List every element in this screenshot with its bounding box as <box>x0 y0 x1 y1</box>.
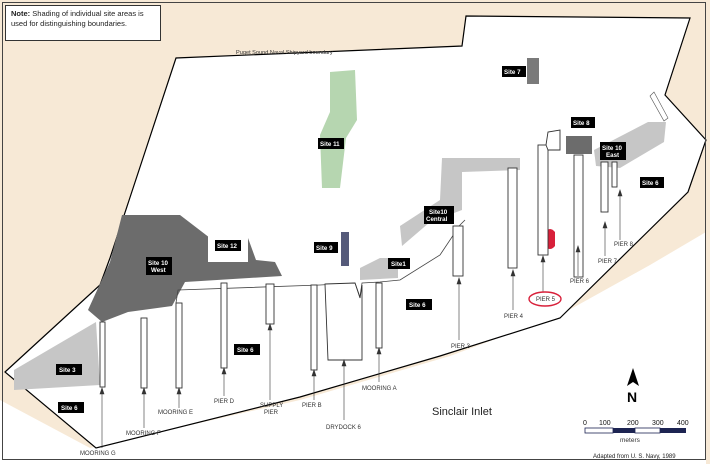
pier-b <box>310 284 318 371</box>
mooring-f-pier <box>140 317 148 389</box>
north-label: N <box>627 389 637 405</box>
site10-west-tag-line2: West <box>151 267 166 274</box>
scale-bar: 0 100 200 300 400 meters <box>583 420 689 444</box>
scale-tick-0: 0 <box>583 420 587 427</box>
pier-4 <box>507 167 518 269</box>
site6-east-tag-box <box>640 177 664 188</box>
pier-arrows <box>99 189 623 448</box>
mooring-a-label: MOORING A <box>362 386 397 392</box>
boundary-label: Puget Sound Naval Shipyard boundary <box>236 50 333 56</box>
site10-west-tag-line1: Site 10 <box>148 260 169 267</box>
north-arrow-icon <box>627 368 639 386</box>
mooring-e-pier <box>175 302 183 389</box>
scale-unit: meters <box>620 437 641 444</box>
site6-cw-tag-box <box>234 344 260 355</box>
note-prefix: Note: <box>11 9 31 18</box>
note-box: Note: Shading of individual site areas i… <box>5 5 161 41</box>
north-arrow: N <box>627 368 639 405</box>
supply-pier-label-line1: SUPPLY <box>260 403 283 409</box>
mooring-f-label: MOORING F <box>126 431 161 437</box>
drydock6-label: DRYDOCK 6 <box>326 425 362 431</box>
site10-east-tag-line1: Site 10 <box>602 145 623 152</box>
scale-seg-2 <box>613 428 635 433</box>
site12-tag-box <box>215 240 241 251</box>
mooring-e-label: MOORING E <box>158 410 193 416</box>
site10-central-tag-line2: Central <box>426 216 448 223</box>
site6-center-tag-box <box>406 299 432 310</box>
site7-area <box>527 58 539 84</box>
site8-tag-box <box>571 117 595 128</box>
scale-tick-100: 100 <box>599 420 611 427</box>
site1-tag: Site1 <box>391 261 406 268</box>
site10-west-tag-box <box>146 257 172 275</box>
pier-d <box>220 282 228 369</box>
site9-tag-box <box>314 242 338 253</box>
site6-center-tag: Site 6 <box>409 302 426 309</box>
scale-seg-3 <box>634 427 661 434</box>
site8-area <box>566 136 592 154</box>
scale-seg-4 <box>660 428 686 433</box>
site10-central-area <box>400 158 520 246</box>
credit-text: Adapted from U. S. Navy, 1989 <box>593 454 676 460</box>
site1-tag-box <box>388 258 410 269</box>
drydock-6 <box>324 282 363 361</box>
site-tags: Site 3 Site 6 Site 10 West Site 12 Site … <box>56 66 664 413</box>
water-label: Sinclair Inlet <box>432 406 492 418</box>
pier-labels: MOORING G MOORING F MOORING E PIER D SUP… <box>80 242 634 457</box>
pier-7 <box>600 161 609 213</box>
pier-d-label: PIER D <box>214 399 235 405</box>
mooring-a-pier <box>375 282 383 349</box>
pier7-label: PIER 7 <box>598 259 618 265</box>
scale-tick-200: 200 <box>627 420 639 427</box>
site10-east-tag-line2: East <box>606 152 619 159</box>
piers <box>99 129 618 389</box>
site11-area <box>320 70 357 188</box>
site3-tag: Site 3 <box>59 367 76 374</box>
east-strip <box>649 91 669 122</box>
site9-tag: Site 9 <box>316 245 333 252</box>
pier5-label: PIER 5 <box>536 297 556 303</box>
pier-3 <box>452 225 464 277</box>
site7-tag: Site 7 <box>504 69 521 76</box>
pier-b-label: PIER B <box>302 403 322 409</box>
site10-east-tag-box <box>600 142 626 160</box>
site6-cw-tag: Site 6 <box>237 347 254 354</box>
site10-central-tag-box <box>424 206 454 224</box>
scale-seg-1 <box>584 427 614 434</box>
site11-tag: Site 11 <box>320 141 340 148</box>
site12-tag: Site 12 <box>217 243 238 250</box>
scale-tick-300: 300 <box>652 420 664 427</box>
pier5-highlight <box>528 291 562 307</box>
scale-tick-400: 400 <box>677 420 689 427</box>
note-text: Shading of individual site areas is used… <box>11 9 144 28</box>
site6-sw-tag-box <box>58 402 84 413</box>
sinclair-inlet-water <box>0 232 706 464</box>
pier-5-head <box>545 129 561 151</box>
site6-east-tag: Site 6 <box>642 180 659 187</box>
pier8-label: PIER 8 <box>614 242 634 248</box>
site8-tag: Site 8 <box>573 120 590 127</box>
site11-tag-box <box>318 138 344 149</box>
site3-tag-box <box>56 364 82 375</box>
pier4-label: PIER 4 <box>504 314 524 320</box>
pier6-label: PIER 6 <box>570 279 590 285</box>
mooring-g-label: MOORING G <box>80 451 116 457</box>
site9-area <box>341 232 349 266</box>
supply-pier <box>265 283 275 325</box>
site7-tag-box <box>502 66 526 77</box>
mooring-g-pier <box>99 321 106 388</box>
site6-sw-tag: Site 6 <box>61 405 78 412</box>
pier-8 <box>611 161 618 188</box>
site10-central-tag-line1: Site10 <box>429 209 448 216</box>
pier-5 <box>537 144 549 256</box>
pier-6 <box>573 154 584 278</box>
pier3-label: PIER 3 <box>451 344 471 350</box>
supply-pier-label-line2: PIER <box>264 410 279 416</box>
